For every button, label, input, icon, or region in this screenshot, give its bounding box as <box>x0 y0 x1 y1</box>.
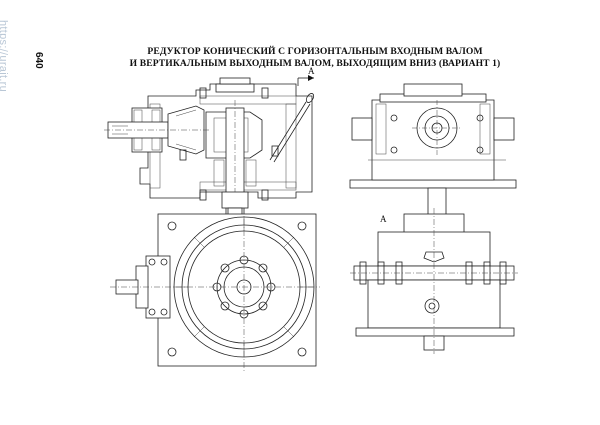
side-view-top <box>349 83 517 217</box>
view-a-label: А <box>380 214 387 224</box>
drawing-title-line-2: И ВЕРТИКАЛЬНЫМ ВЫХОДНЫМ ВАЛОМ, ВЫХОДЯЩИМ… <box>129 58 501 69</box>
drawing-title: РЕДУКТОР КОНИЧЕСКИЙ С ГОРИЗОНТАЛЬНЫМ ВХО… <box>110 46 520 70</box>
section-view: А <box>104 66 315 222</box>
section-arrow-label: А <box>308 66 315 76</box>
view-a: А <box>350 208 518 354</box>
drawing-title-line-1: РЕДУКТОР КОНИЧЕСКИЙ С ГОРИЗОНТАЛЬНЫМ ВХО… <box>147 46 483 57</box>
plan-view <box>110 208 320 372</box>
